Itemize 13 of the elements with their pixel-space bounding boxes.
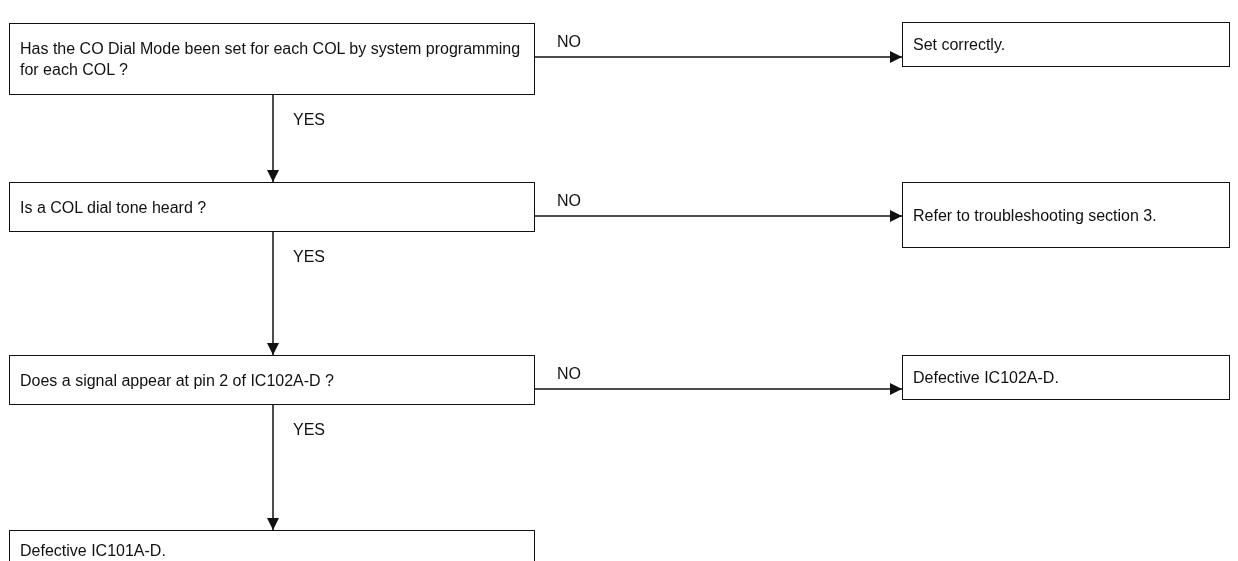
process-box: Does a signal appear at pin 2 of IC102A-D ? [9, 355, 535, 405]
process-box: Set correctly. [902, 22, 1230, 67]
arrow [534, 383, 903, 395]
process-box: Is a COL dial tone heard ? [9, 182, 535, 232]
process-box: Has the CO Dial Mode been set for each COL by system programming for each COL ? [9, 23, 535, 95]
process-box: Refer to troubleshooting section 3. [902, 182, 1230, 248]
process-box: Defective IC101A-D. [9, 530, 535, 561]
process-box: Defective IC102A-D. [902, 355, 1230, 400]
arrow [267, 404, 279, 531]
arrow [534, 51, 903, 63]
arrow [534, 210, 903, 222]
arrow [267, 231, 279, 356]
arrow [267, 94, 279, 183]
